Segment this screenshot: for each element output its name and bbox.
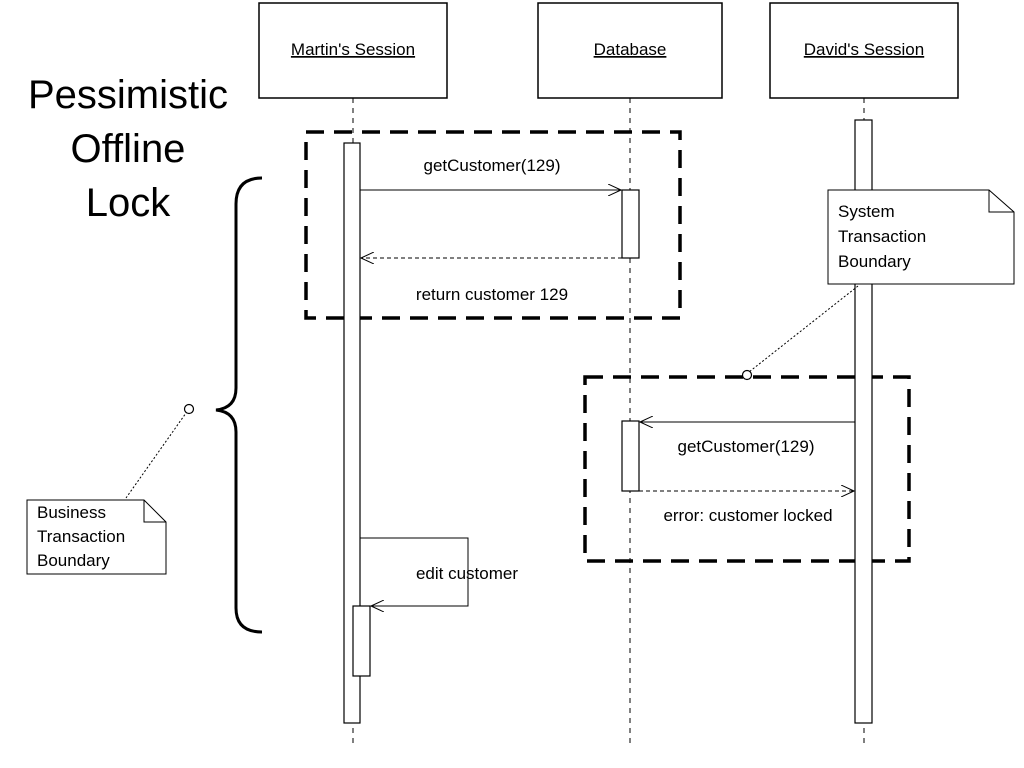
activation-martin: [343, 142, 361, 724]
message-error-locked: error: customer locked: [639, 491, 854, 525]
message-label: return customer 129: [416, 285, 568, 304]
note-shape: [26, 499, 167, 575]
note-anchor-circle-system: [741, 369, 753, 381]
note-fold: [988, 190, 1014, 213]
activation-database-1: [621, 189, 640, 259]
note-line-1: System: [838, 202, 895, 221]
note-line-2: Transaction: [37, 527, 125, 546]
message-get-customer-1: getCustomer(129): [360, 156, 621, 190]
message-get-customer-2: getCustomer(129): [640, 422, 855, 456]
business-transaction-brace: [215, 176, 263, 634]
message-label: getCustomer(129): [677, 437, 814, 456]
activation-martin-edit: [352, 605, 371, 677]
participant-label-david: David's Session: [804, 40, 924, 59]
message-label: getCustomer(129): [423, 156, 560, 175]
title-line-3: Lock: [86, 181, 171, 225]
system-transaction-box-2: [583, 375, 911, 563]
participant-david: David's Session: [769, 2, 959, 99]
note-line-3: Boundary: [838, 252, 911, 271]
participant-box: [258, 2, 448, 99]
note-line-3: Boundary: [37, 551, 110, 570]
note-line-2: Transaction: [838, 227, 926, 246]
participant-martin: Martin's Session: [258, 2, 448, 99]
message-return-customer: return customer 129: [361, 258, 622, 304]
participant-label-martin: Martin's Session: [291, 40, 415, 59]
participant-database: Database: [537, 2, 723, 99]
note-system-transaction: System Transaction Boundary: [827, 189, 1015, 285]
message-edit-customer: edit customer: [360, 537, 518, 606]
participant-label-database: Database: [594, 40, 667, 59]
self-message-arrow: [360, 537, 469, 606]
message-label: edit customer: [416, 564, 518, 583]
note-business-transaction: Business Transaction Boundary: [26, 499, 167, 575]
participant-box: [769, 2, 959, 99]
note-fold: [143, 500, 166, 523]
activation-database-2: [621, 420, 640, 492]
participant-box: [537, 2, 723, 99]
note-anchor-line-system: [748, 285, 859, 373]
note-anchor-line-business: [125, 412, 187, 499]
diagram-title: Pessimistic Offline Lock: [28, 73, 228, 225]
title-line-1: Pessimistic: [28, 73, 228, 117]
note-anchor-circle-business: [183, 403, 195, 415]
note-shape: [827, 189, 1015, 285]
note-line-1: Business: [37, 503, 106, 522]
title-line-2: Offline: [71, 127, 186, 171]
message-label: error: customer locked: [663, 506, 832, 525]
